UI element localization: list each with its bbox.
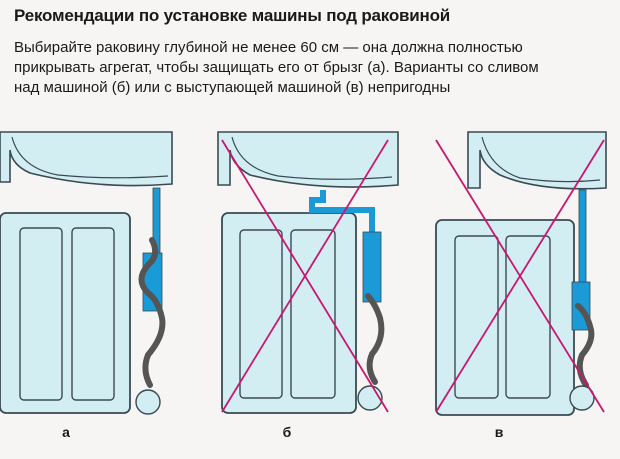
- cross-v-line-2: [435, 139, 605, 413]
- sink-basin-b: [231, 136, 393, 180]
- cross-b-line-2: [221, 139, 389, 413]
- drain-hose-v: [575, 303, 595, 388]
- foot-v: [569, 385, 595, 411]
- variant-label-a: а: [62, 424, 70, 440]
- drain-pipe-v: [578, 189, 587, 283]
- variant-a: [0, 131, 173, 415]
- drain-hose-b: [365, 293, 385, 385]
- siphon-b: [362, 231, 382, 303]
- sink-a: [0, 131, 173, 187]
- machine-panel-a-left: [19, 227, 63, 401]
- variant-b: [217, 131, 399, 414]
- variant-v: [435, 131, 607, 416]
- foot-b: [357, 385, 383, 411]
- description-text: Выбирайте раковину глубиной не менее 60 …: [14, 39, 539, 96]
- machine-panel-v-right: [505, 235, 551, 399]
- variant-label-v: в: [495, 424, 504, 440]
- sink-basin-a: [11, 136, 169, 179]
- drain-pipe-b: [309, 190, 375, 232]
- page-title: Рекомендации по установке машины под рак…: [14, 6, 451, 25]
- machine-panel-a-right: [71, 227, 115, 401]
- variant-label-b: б: [283, 424, 292, 440]
- drain-hose-a: [138, 237, 166, 388]
- sink-v: [467, 131, 607, 190]
- foot-a: [135, 389, 161, 415]
- machine-panel-v-left: [454, 235, 499, 399]
